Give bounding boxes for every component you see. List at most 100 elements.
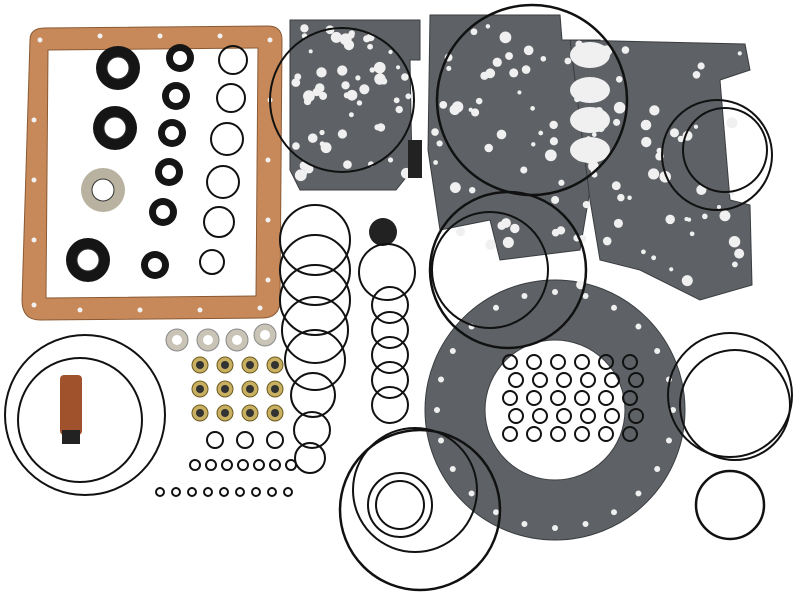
gasket-hole xyxy=(505,52,513,60)
bolt-hole xyxy=(552,289,558,295)
o-ring xyxy=(281,296,349,364)
gasket-hole xyxy=(341,81,350,90)
brass-washer-rubber xyxy=(271,409,279,417)
bolt-hole xyxy=(449,466,456,472)
o-ring xyxy=(284,329,346,391)
o-ring-small xyxy=(580,408,596,424)
o-ring-small xyxy=(203,487,213,497)
gasket-hole xyxy=(702,213,708,220)
o-ring-small xyxy=(622,426,638,442)
bolt-hole xyxy=(521,520,528,527)
oil-seal-bore xyxy=(76,248,100,272)
gasket-hole xyxy=(726,117,738,129)
o-ring-small xyxy=(205,459,217,471)
gasket-hole xyxy=(502,236,514,248)
gasket-hole xyxy=(582,200,591,209)
gasket-hole xyxy=(570,107,610,133)
o-ring-small xyxy=(598,390,614,406)
gasket-hole xyxy=(374,73,386,85)
o-ring-small xyxy=(189,459,201,471)
gasket-hole xyxy=(449,182,461,193)
brass-washer-rubber xyxy=(246,385,254,393)
rubber-plug xyxy=(369,218,397,246)
gasket-hole xyxy=(348,112,354,118)
gasket-hole xyxy=(523,45,534,56)
o-ring xyxy=(290,372,336,418)
o-ring-small xyxy=(266,431,284,449)
oil-seal-bore xyxy=(91,178,115,202)
o-ring-small xyxy=(283,487,293,497)
bolt-hole xyxy=(635,323,642,330)
o-ring xyxy=(661,99,773,211)
brass-washer-rubber xyxy=(221,409,229,417)
bolt-hole xyxy=(137,307,143,313)
gasket-hole xyxy=(734,248,745,259)
gasket-holes xyxy=(31,24,745,531)
o-ring xyxy=(279,264,351,336)
gasket-hole xyxy=(677,135,685,143)
gasket-hole xyxy=(492,57,502,67)
bolt-hole xyxy=(438,376,445,383)
gasket-hole xyxy=(369,67,375,73)
o-ring-small xyxy=(550,390,566,406)
bolt-hole xyxy=(434,407,440,413)
gasket-hole xyxy=(544,149,557,162)
o-ring-small xyxy=(526,354,542,370)
o-ring xyxy=(431,211,549,329)
o-ring xyxy=(371,286,409,324)
bolt-hole xyxy=(654,348,661,354)
o-ring xyxy=(203,206,235,238)
o-ring xyxy=(428,190,588,350)
gasket-hole xyxy=(471,108,480,117)
gasket-hole xyxy=(347,31,355,39)
gasket-hole xyxy=(431,128,439,136)
o-ring-small xyxy=(285,459,297,471)
gasket-hole xyxy=(499,31,512,44)
gasket-hole xyxy=(484,143,493,153)
gasket-hole xyxy=(510,223,520,234)
gasket-hole xyxy=(615,75,623,83)
gasket-hole xyxy=(602,236,612,246)
o-ring-small xyxy=(221,459,233,471)
bolt-hole xyxy=(31,117,37,123)
bolt-hole xyxy=(611,509,617,516)
gasket-hole xyxy=(388,49,393,55)
gasket-hole xyxy=(613,218,623,228)
o-ring-small xyxy=(532,372,548,388)
gasket-hole xyxy=(681,275,693,287)
o-ring-small xyxy=(269,459,281,471)
gasket-hole xyxy=(656,147,663,154)
o-ring xyxy=(667,332,793,458)
gasket-hole xyxy=(356,100,363,106)
o-ring xyxy=(371,336,409,374)
washers xyxy=(165,323,284,422)
gasket-hole xyxy=(540,55,547,62)
gasket-hole xyxy=(728,235,741,248)
o-ring-small xyxy=(628,372,644,388)
bolt-hole xyxy=(267,37,273,43)
bolt-hole xyxy=(217,33,223,39)
o-ring-small xyxy=(598,426,614,442)
gasket-hole xyxy=(570,77,610,103)
gasket-hole xyxy=(509,68,519,78)
brass-washer-rubber xyxy=(271,385,279,393)
bolt-hole xyxy=(257,305,263,311)
o-ring xyxy=(371,361,409,399)
bolt-hole xyxy=(97,33,103,39)
bolt-hole xyxy=(665,437,672,444)
bolt-hole xyxy=(582,293,589,300)
metal-washer-hole xyxy=(260,330,270,340)
gasket-hole xyxy=(627,195,632,200)
o-ring xyxy=(358,243,416,301)
gasket-hole xyxy=(475,97,483,105)
gasket-hole xyxy=(343,160,352,169)
bolt-hole xyxy=(31,237,37,243)
gasket-hole xyxy=(737,51,742,56)
gasket-hole xyxy=(395,65,401,70)
o-ring xyxy=(210,122,244,156)
gasket-hole xyxy=(387,157,394,163)
gasket-hole xyxy=(485,239,496,251)
gasket-hole xyxy=(307,133,318,143)
gasket-hole xyxy=(613,101,626,114)
